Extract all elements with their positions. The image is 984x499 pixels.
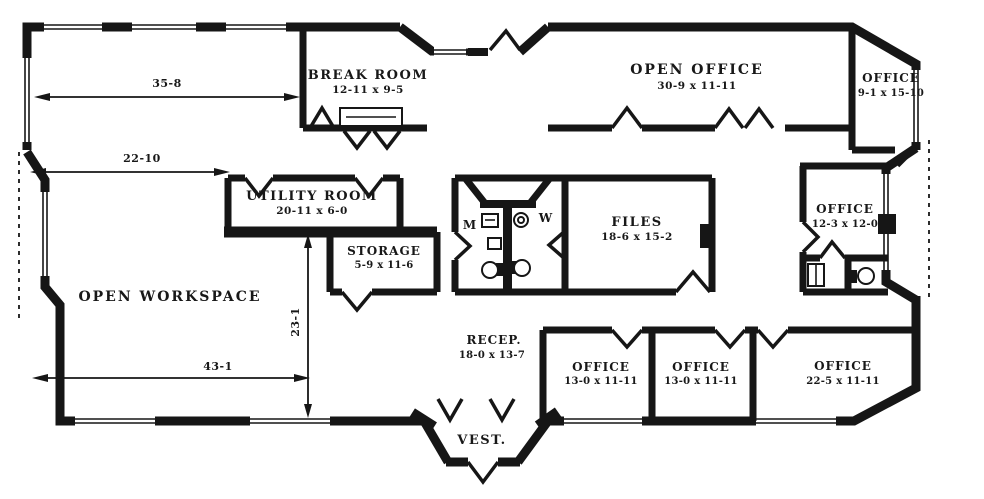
window-left-upper bbox=[21, 58, 33, 142]
office-bottom-right-door-swing bbox=[756, 328, 790, 350]
files-wall-pier bbox=[700, 224, 714, 248]
entry-sidelite-window bbox=[434, 47, 466, 57]
womens-restroom-door-swing bbox=[546, 229, 567, 261]
window-bottom-4 bbox=[756, 415, 836, 427]
entry-alcove-right-diagonal bbox=[517, 23, 551, 56]
files-dims: 18-6 x 15-2 bbox=[601, 231, 673, 243]
vestibule-left-corner-wedge bbox=[409, 408, 437, 432]
dimension-workspace-width-label: 22-10 bbox=[123, 152, 161, 165]
reception-label: RECEP. bbox=[466, 333, 521, 347]
restroom-dividing-wall bbox=[503, 200, 512, 292]
open-office-door-swing-2 bbox=[713, 106, 745, 130]
break-room-counter bbox=[339, 107, 403, 127]
break-room-counter-door-swing-1 bbox=[342, 129, 372, 151]
right-bay-pier bbox=[878, 214, 896, 234]
dimension-workspace-height: 23-1 bbox=[289, 234, 312, 418]
entry-door-swing bbox=[488, 28, 522, 52]
dimension-upper-width: 35-8 bbox=[34, 77, 300, 101]
dimension-workspace-bottom-width: 43-1 bbox=[32, 360, 310, 382]
break-room-dims: 12-11 x 9-5 bbox=[332, 84, 404, 96]
vestibule-label: VEST. bbox=[456, 433, 506, 448]
mens-restroom-door-swing bbox=[453, 230, 473, 262]
restroom-alcove-right-diagonal bbox=[528, 175, 553, 205]
open-office-door-swing-3 bbox=[743, 106, 775, 130]
womens-sink bbox=[513, 212, 529, 228]
window-bottom-1 bbox=[75, 415, 155, 427]
mens-toilet bbox=[481, 261, 503, 279]
office-bottom-left-dims: 13-0 x 11-11 bbox=[564, 376, 638, 387]
top-entry-alcove bbox=[397, 23, 551, 57]
window-left-bay bbox=[39, 192, 51, 276]
office-top-right-dims: 9-1 x 15-10 bbox=[858, 88, 924, 99]
window-top-1 bbox=[44, 21, 102, 33]
mens-restroom-label: M bbox=[463, 218, 477, 232]
office-bottom-right-label: OFFICE bbox=[814, 359, 872, 373]
window-right-bay bbox=[878, 174, 896, 270]
utility-room-dims: 20-11 x 6-0 bbox=[276, 205, 348, 217]
open-office-door-swing-1 bbox=[610, 105, 644, 130]
office-right-closet-fixture bbox=[807, 263, 825, 287]
door-swings bbox=[243, 104, 847, 350]
office-top-right-label: OFFICE bbox=[862, 71, 920, 85]
office-bottom-right-dims: 22-5 x 11-11 bbox=[806, 376, 880, 387]
vestibule-exterior-door-swing bbox=[466, 460, 500, 485]
dimension-workspace-height-label: 23-1 bbox=[289, 307, 302, 337]
office-right-label: OFFICE bbox=[816, 202, 874, 216]
office-right-dims: 12-3 x 12-0 bbox=[812, 219, 878, 230]
break-room-counter-door-swing-2 bbox=[372, 129, 402, 151]
vestibule-inner-door-swing-left bbox=[436, 398, 464, 424]
storage-dims: 5-9 x 11-6 bbox=[354, 260, 413, 271]
dimension-workspace-width: 22-10 bbox=[30, 152, 230, 176]
office-bottom-left-door-swing bbox=[610, 328, 644, 350]
storage-label: STORAGE bbox=[347, 244, 421, 258]
reception-dims: 18-0 x 13-7 bbox=[459, 350, 525, 361]
entry-door-leaf bbox=[468, 48, 488, 56]
vestibule-right-corner-wedge bbox=[534, 407, 562, 431]
files-label: FILES bbox=[611, 215, 662, 230]
window-top-3 bbox=[226, 21, 286, 33]
files-door-swing bbox=[674, 269, 712, 294]
utility-room-door-swing-1 bbox=[243, 176, 275, 199]
break-room-label: BREAK ROOM bbox=[308, 68, 428, 83]
mens-sink bbox=[481, 213, 499, 228]
office-right-door-swing bbox=[801, 220, 821, 254]
window-top-2 bbox=[132, 21, 196, 33]
interior-walls bbox=[224, 27, 916, 421]
entry-alcove-left-diagonal bbox=[397, 23, 436, 56]
office-right-wc-door-swing bbox=[818, 239, 847, 260]
womens-toilet bbox=[512, 259, 531, 277]
mens-urinal bbox=[487, 237, 502, 250]
window-right-upper bbox=[910, 70, 922, 142]
vestibule-bay bbox=[409, 398, 562, 485]
wall-right-lower-and-bottom-right bbox=[548, 296, 921, 426]
storage-door-swing bbox=[340, 290, 374, 313]
dimension-lines: 35-8 22-10 43-1 23-1 bbox=[30, 77, 312, 418]
office-top-right-door-leaf bbox=[896, 148, 916, 168]
open-workspace-label: OPEN WORKSPACE bbox=[78, 289, 261, 305]
utility-room-label: UTILITY ROOM bbox=[246, 189, 378, 204]
dimension-workspace-bottom-width-label: 43-1 bbox=[203, 360, 233, 373]
utility-room-door-swing-2 bbox=[353, 176, 385, 199]
office-bottom-middle-dims: 13-0 x 11-11 bbox=[664, 376, 738, 387]
open-office-label: OPEN OFFICE bbox=[630, 62, 764, 78]
windows bbox=[21, 21, 922, 427]
restroom-alcove-left-diagonal bbox=[462, 175, 487, 205]
office-bottom-middle-door-swing bbox=[713, 328, 747, 350]
office-right-toilet bbox=[850, 267, 875, 285]
window-bottom-2 bbox=[250, 415, 330, 427]
womens-restroom-label: W bbox=[538, 211, 553, 225]
window-bottom-3 bbox=[564, 415, 642, 427]
break-room-door-swing bbox=[308, 104, 336, 129]
open-office-dims: 30-9 x 11-11 bbox=[657, 80, 736, 92]
vestibule-inner-door-swing-right bbox=[488, 398, 516, 424]
office-bottom-middle-label: OFFICE bbox=[672, 360, 730, 374]
room-labels: BREAK ROOM 12-11 x 9-5 OPEN OFFICE 30-9 … bbox=[78, 62, 924, 448]
dimension-upper-width-label: 35-8 bbox=[152, 77, 182, 90]
office-bottom-left-label: OFFICE bbox=[572, 360, 630, 374]
fixtures bbox=[339, 107, 875, 287]
